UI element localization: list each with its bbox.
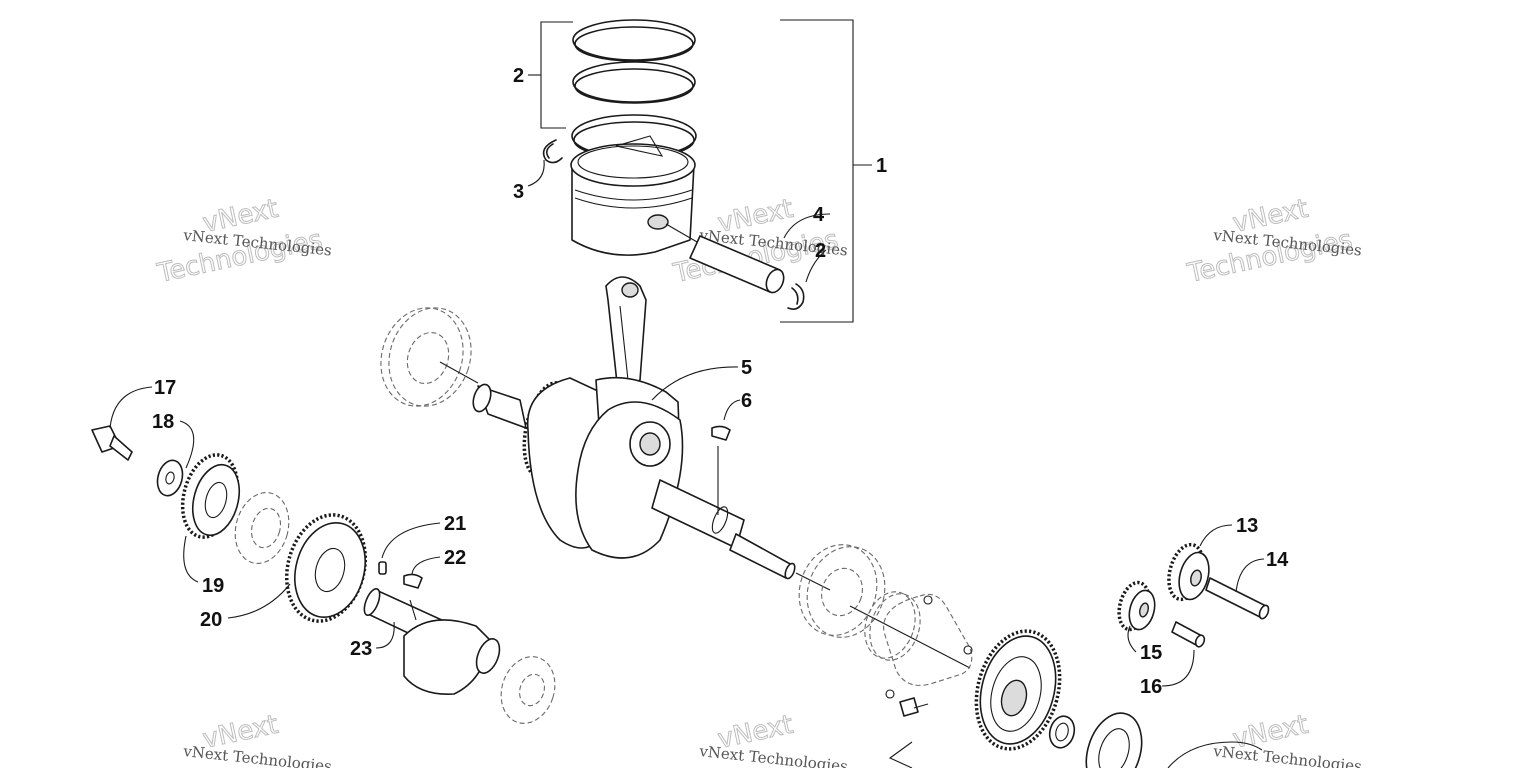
watermark-bottom-right: vNext vNext Technologies	[1212, 709, 1363, 768]
callout-5: 5	[741, 357, 752, 379]
piston	[570, 135, 696, 256]
connecting-rod	[605, 276, 647, 393]
watermark-bottom-left: vNext vNext Technologies	[182, 709, 333, 768]
idler-gear	[1117, 580, 1156, 632]
callout-23: 23	[350, 638, 372, 660]
watermark-top-left: vNext Technologies vNext Technologies	[154, 193, 333, 289]
svg-text:vNext Technologies: vNext Technologies	[182, 742, 333, 768]
partial-cover-right	[1167, 741, 1263, 768]
balancer-gear	[1167, 542, 1210, 602]
idler-pin	[1171, 621, 1206, 648]
callout-2-right: 2	[815, 240, 826, 262]
partial-cover-left	[888, 741, 913, 768]
needle-bearing	[1048, 715, 1076, 749]
gear-bearing-left	[234, 492, 290, 564]
watermark-top-right: vNext Technologies vNext Technologies	[1184, 193, 1363, 289]
bracket-piston-rings	[528, 21, 573, 129]
crank-bearing-left	[380, 307, 479, 407]
driven-gear-medium	[284, 513, 368, 623]
callout-15: 15	[1140, 642, 1162, 664]
callout-17: 17	[154, 377, 176, 399]
woodruff-key	[711, 425, 731, 515]
drive-gear-small	[180, 453, 241, 539]
piston-rings	[571, 19, 697, 159]
callout-labels: 1 2 2 3 4 5 6 13 14 15 16 17 18 19 20 21…	[152, 65, 1289, 698]
callout-16: 16	[1140, 676, 1162, 698]
circlip-left	[542, 139, 563, 164]
callout-20: 20	[200, 609, 222, 631]
callout-13: 13	[1236, 515, 1258, 537]
bracket-piston-assembly	[780, 19, 872, 323]
retainer-screw	[899, 697, 929, 717]
oil-seal	[1085, 712, 1143, 768]
callout-18: 18	[152, 411, 174, 433]
leader-lines	[109, 159, 1265, 687]
callout-19: 19	[202, 575, 224, 597]
circlip-right	[787, 283, 805, 310]
callout-6: 6	[741, 390, 752, 412]
callout-22: 22	[444, 547, 466, 569]
callout-3: 3	[513, 181, 524, 203]
dowel-pin	[378, 561, 387, 575]
watermark-bottom-center: vNext vNext Technologies	[698, 709, 849, 768]
callout-14: 14	[1266, 549, 1289, 571]
balancer-pin	[1205, 577, 1270, 620]
balancer-shaft	[363, 588, 501, 695]
callout-21: 21	[444, 513, 466, 535]
svg-text:vNext Technologies: vNext Technologies	[698, 742, 849, 768]
large-gear	[974, 629, 1062, 751]
crankshaft	[472, 376, 831, 591]
piston-pin	[665, 223, 785, 294]
washer	[156, 459, 184, 497]
callout-1: 1	[876, 155, 887, 177]
balancer-bearing	[500, 656, 556, 724]
callout-4: 4	[813, 204, 825, 226]
svg-text:vNext Technologies: vNext Technologies	[1212, 742, 1363, 768]
bearing-retainer-plate	[883, 593, 973, 699]
flange-bolt	[91, 425, 133, 461]
callout-2-top: 2	[513, 65, 524, 87]
crank-bearing-right	[798, 544, 886, 638]
balancer-key	[403, 573, 423, 589]
